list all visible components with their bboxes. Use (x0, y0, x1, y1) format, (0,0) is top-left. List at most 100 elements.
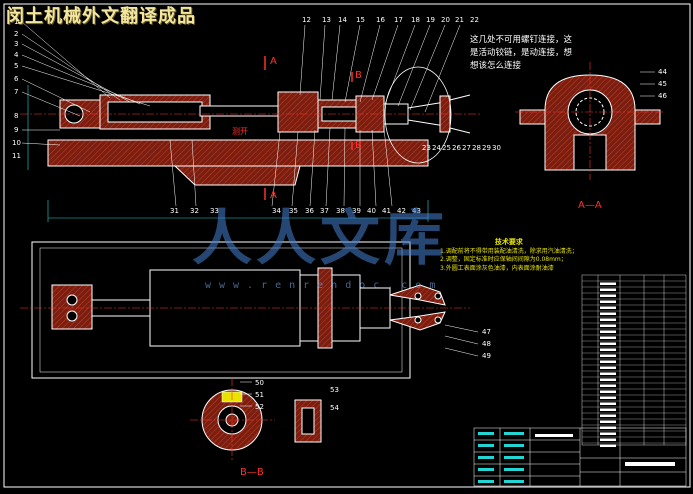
callout: 20 (441, 16, 450, 24)
parts-row-text (600, 402, 616, 405)
callout: 12 (302, 16, 311, 24)
callout: 49 (482, 352, 491, 360)
parts-row-text (600, 300, 616, 303)
parts-row-text (600, 288, 616, 291)
callout: 34 (272, 207, 281, 215)
parts-row-text (600, 384, 616, 387)
callout: 35 (289, 207, 298, 215)
bottom-leaders (169, 127, 393, 207)
callout: 36 (305, 207, 314, 215)
callout: 52 (255, 403, 264, 411)
callout: 11 (12, 152, 21, 160)
callout: 37 (320, 207, 329, 215)
top-leaders (299, 24, 461, 113)
callout: 19 (426, 16, 435, 24)
callout: 18 (411, 16, 420, 24)
watermark: 人人文库 (192, 204, 448, 274)
outer-frame (3, 3, 691, 488)
cylinder-bore (107, 101, 203, 123)
callout: 17 (394, 16, 403, 24)
parts-row-text (600, 408, 616, 411)
callout: 53 (330, 386, 339, 394)
section-mark-b-bottom: B (355, 140, 362, 151)
callout: 31 (170, 207, 179, 215)
callout: 30 (492, 144, 501, 152)
left-leaders (21, 21, 151, 146)
section-mark-b-top: B (355, 70, 362, 81)
callout: 13 (322, 16, 331, 24)
callout: 39 (352, 207, 361, 215)
section-b-b-view (190, 378, 322, 462)
callout: 7 (14, 88, 18, 96)
callout: 50 (255, 379, 264, 387)
parts-row-text (600, 294, 616, 297)
parts-row-text (600, 390, 616, 393)
parts-row-text (600, 360, 616, 363)
page-title: 闵土机械外文翻译成品 (6, 6, 196, 27)
parts-row-text (600, 444, 616, 447)
callout: 14 (338, 16, 347, 24)
parts-row-text (600, 438, 616, 441)
callout: 44 (658, 68, 667, 76)
main-elevation-view (20, 21, 480, 222)
parts-row-text (600, 354, 616, 357)
base-web (173, 165, 301, 186)
section-a-a-view (515, 62, 665, 180)
callout: 25 (442, 144, 451, 152)
section-letters: A A B B A—A B—B (240, 56, 602, 478)
piston-rod (199, 105, 281, 117)
callout: 45 (658, 80, 667, 88)
callout: 21 (455, 16, 464, 24)
callout: 10 (12, 139, 21, 147)
callout: 24 (432, 144, 441, 152)
note-line: 是活动铰链，是动连接，想 (470, 48, 573, 58)
section-mark-a-bottom: A (270, 190, 277, 201)
callout: 32 (190, 207, 199, 215)
callout: 27 (462, 144, 471, 152)
callout: 22 (470, 16, 479, 24)
plan-base (31, 241, 411, 379)
callout: 3 (14, 40, 18, 48)
callout: 6 (14, 75, 19, 83)
open-label: 测开 (232, 127, 248, 136)
watermark-url: www.renrendoc.com (205, 280, 444, 291)
callout: 41 (382, 207, 391, 215)
parts-row-text (600, 420, 616, 423)
callout: 33 (210, 207, 219, 215)
parts-row-text (600, 414, 616, 417)
design-note: 这几处不可用螺钉连接，这 是活动铰链，是动连接，想 想该怎么连接 (470, 34, 572, 73)
callout: 40 (367, 207, 376, 215)
callout: 28 (472, 144, 481, 152)
callout: 23 (422, 144, 431, 152)
callout: 1 (14, 18, 18, 26)
section-title-bb: B—B (240, 467, 264, 478)
section-mark-a-top: A (270, 56, 277, 67)
parts-row-text (600, 324, 616, 327)
title-block-marks (478, 432, 675, 483)
callout: 5 (14, 62, 18, 70)
callout: 51 (255, 391, 264, 399)
detail-circle (384, 66, 452, 164)
parts-row-text (600, 336, 616, 339)
callout: 15 (356, 16, 365, 24)
tech-line: 2.调整，固定标准时应保轴间间隙为0.08mm； (440, 256, 567, 263)
parts-row-text (600, 318, 616, 321)
callout: 38 (336, 207, 345, 215)
callout: 4 (14, 51, 19, 59)
callout: 9 (14, 126, 18, 134)
parts-row-text (600, 432, 616, 435)
callout: 29 (482, 144, 491, 152)
parts-row-text (600, 372, 616, 375)
base-plate (47, 139, 429, 167)
section-title-aa: A—A (578, 200, 602, 211)
callout: 42 (397, 207, 406, 215)
parts-row-text (600, 312, 616, 315)
parts-row-text (600, 306, 616, 309)
callout: 48 (482, 340, 491, 348)
callout: 54 (330, 404, 339, 412)
parts-row-text (600, 342, 616, 345)
callout: 16 (376, 16, 385, 24)
parts-rows (582, 280, 686, 447)
callout: 26 (452, 144, 461, 152)
